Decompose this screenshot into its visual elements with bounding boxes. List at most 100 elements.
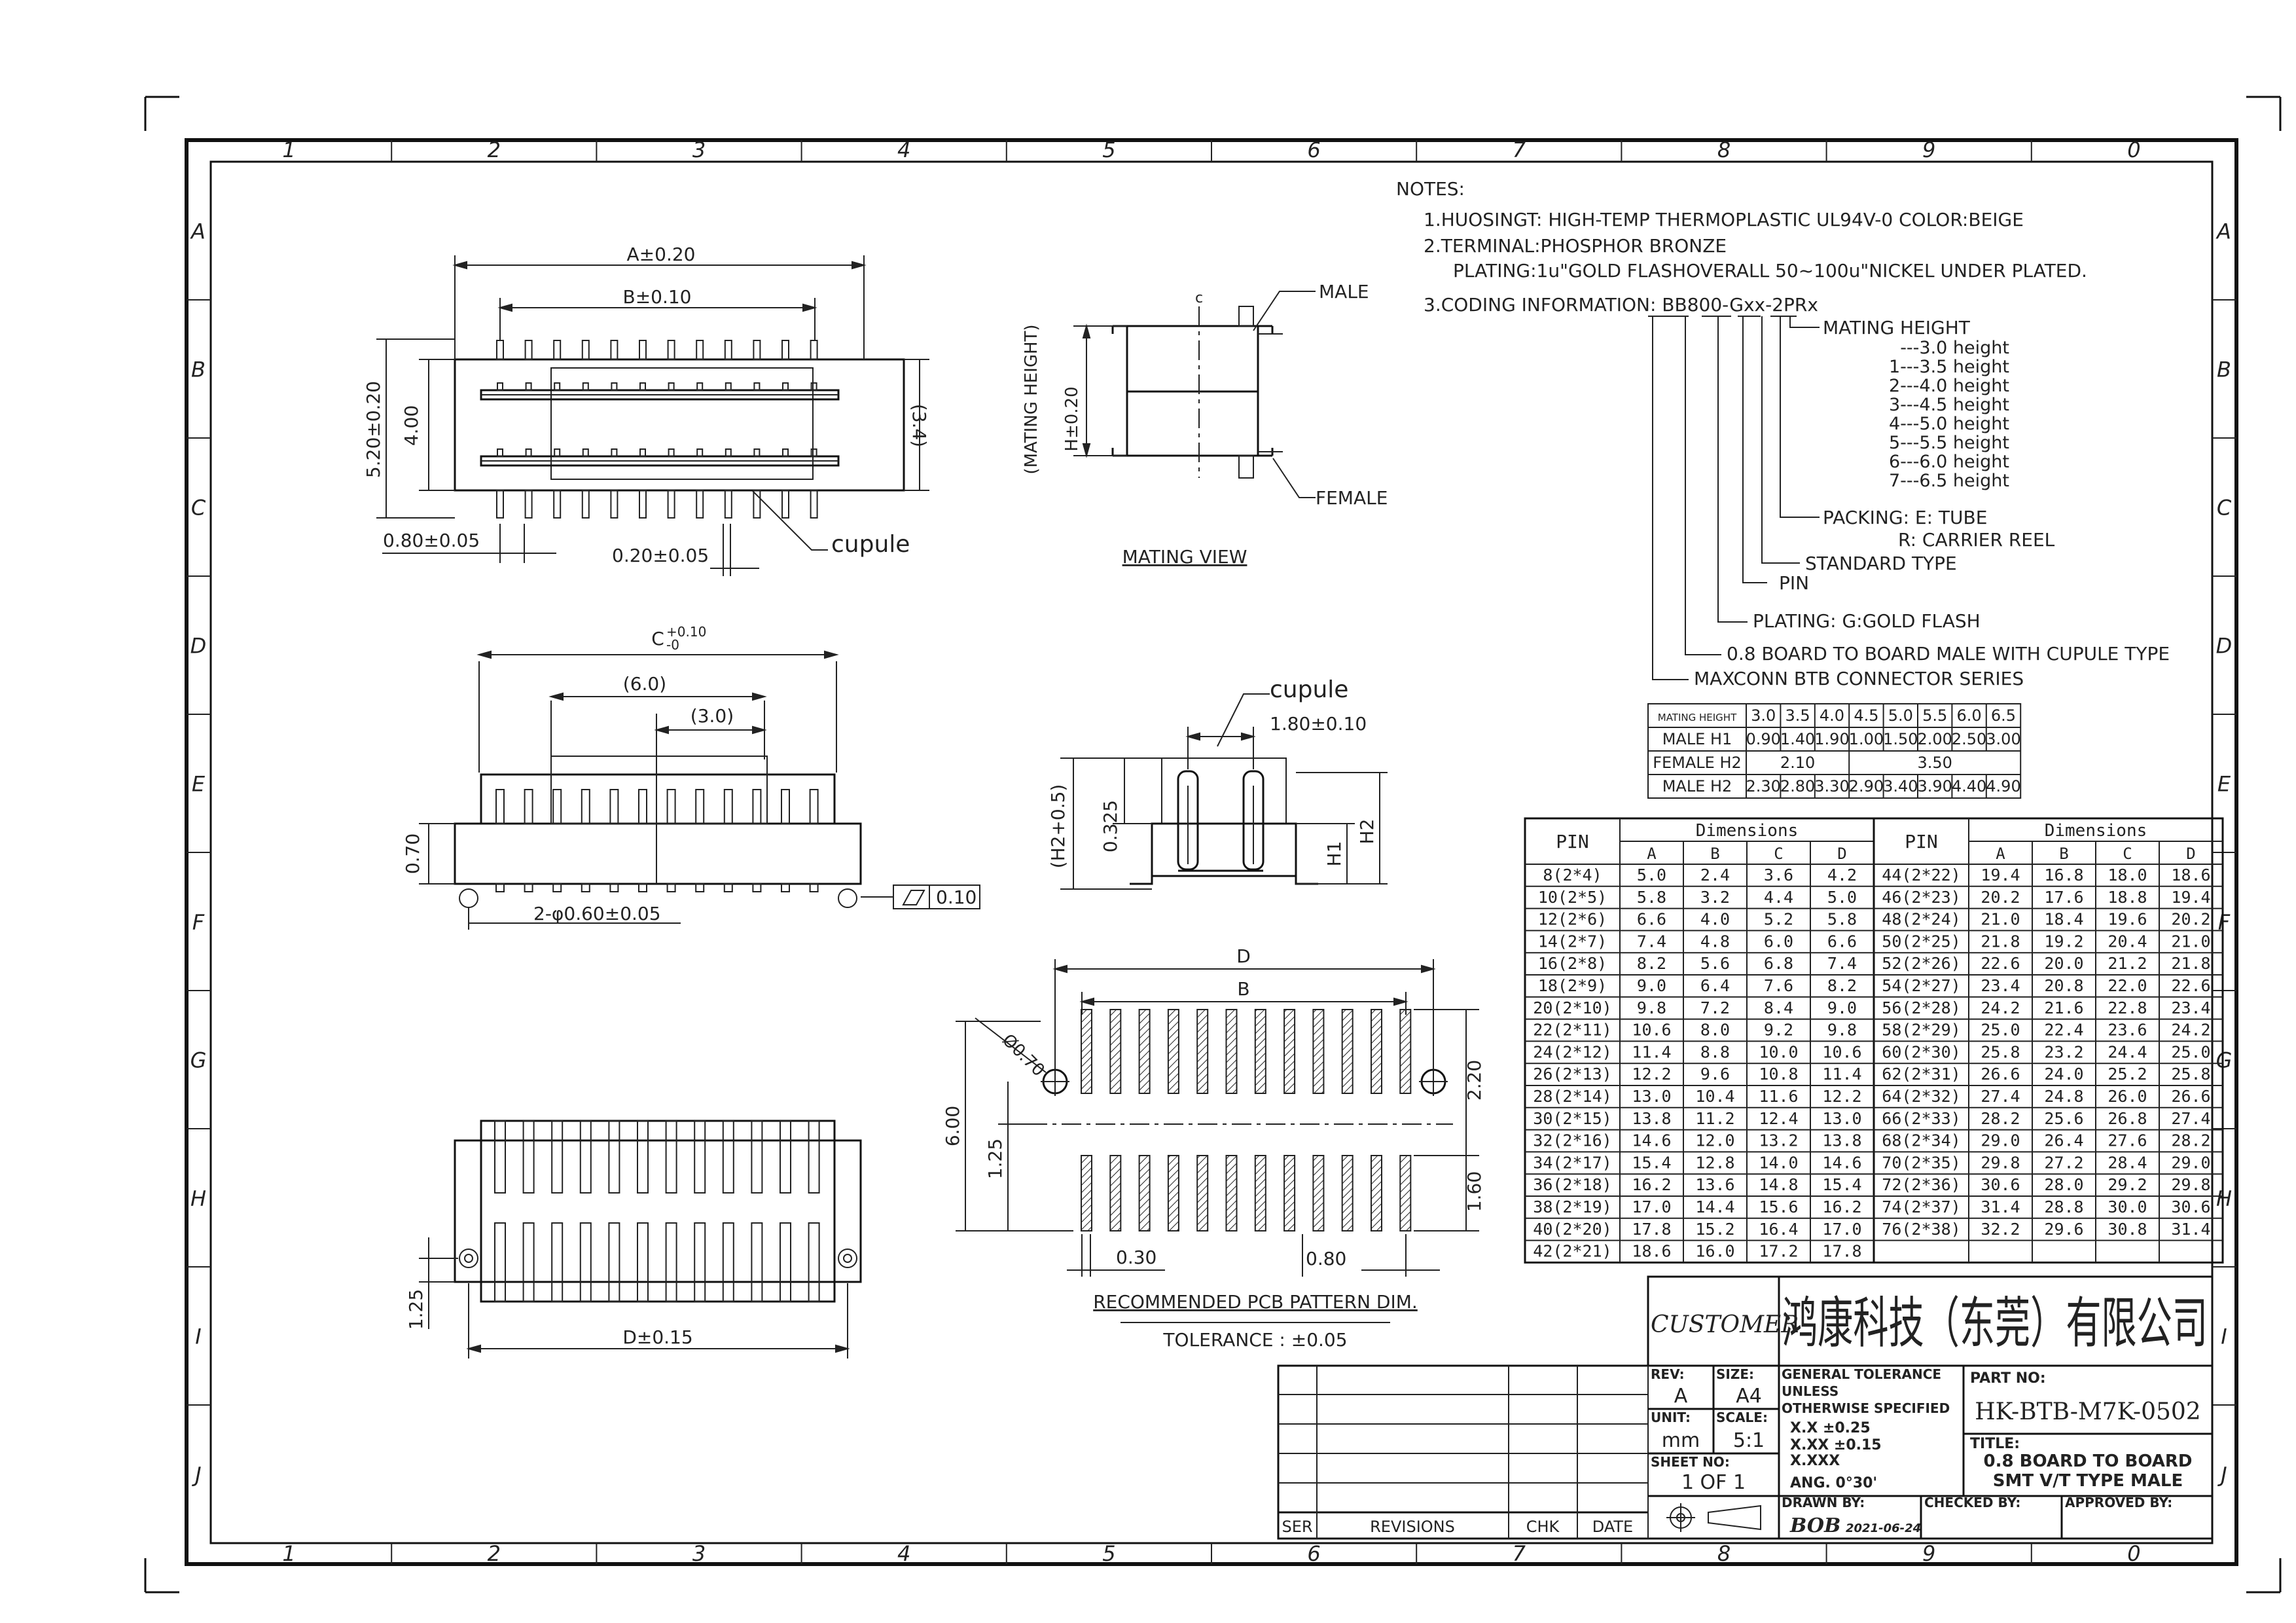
side-pin	[581, 789, 590, 824]
top-contact	[810, 382, 817, 391]
height-code-item: ---3.0 height	[1900, 338, 2009, 358]
dim-table-cell: 13.0	[1632, 1087, 1671, 1106]
dim-holes-label: 2-φ0.60±0.05	[533, 903, 661, 924]
top-contact	[611, 382, 618, 391]
dim-table-cell: 11.2	[1695, 1109, 1734, 1128]
dim-table-cell: 68(2*34)	[1882, 1131, 1960, 1150]
top-contact	[782, 382, 789, 391]
height-code-item: 6---6.0 height	[1889, 452, 2009, 472]
h2-label: H2	[1356, 819, 1378, 845]
pcb-dim-600: 6.00	[942, 1106, 963, 1146]
dim-400-label: 4.00	[401, 405, 422, 446]
pcb-pad	[1399, 1155, 1412, 1231]
zone-row-right: A	[2215, 219, 2231, 244]
dim-table-cell: 16(2*8)	[1538, 954, 1607, 973]
side-pin	[809, 789, 819, 824]
dim-table-cell: 17.0	[1632, 1197, 1671, 1216]
dim-table-cell: 18.6	[1632, 1242, 1671, 1261]
part-number: HK-BTB-M7K-0502	[1975, 1398, 2200, 1425]
dim-table-cell: 72(2*36)	[1882, 1175, 1960, 1194]
side-pin	[638, 789, 647, 824]
pcb-pad	[1283, 1009, 1296, 1094]
top-pin-lower	[581, 490, 590, 519]
dim-table-cell: 74(2*37)	[1882, 1197, 1960, 1216]
dim-0325-label: 0.325	[1100, 800, 1121, 852]
dim-table-cell: 20.2	[2171, 910, 2210, 929]
side-foot	[752, 883, 762, 892]
top-pin-upper	[496, 340, 504, 360]
dim-table-cell: 5.0	[1827, 888, 1857, 907]
zone-row-left: I	[195, 1324, 201, 1349]
height-code-item: 7---6.5 height	[1889, 471, 2009, 491]
dim-b-label: B±0.10	[622, 286, 691, 308]
top-pin-lower	[496, 490, 504, 519]
dim-table-cell: 66(2*33)	[1882, 1109, 1960, 1128]
pin-code-label: PIN	[1779, 572, 1809, 594]
side-foot	[552, 883, 562, 892]
dim-table-cell: 22.6	[1981, 954, 2020, 973]
zone-col-bottom: 2	[488, 1541, 501, 1566]
side-foot	[809, 883, 819, 892]
checked-label: CHECKED BY:	[1924, 1495, 2020, 1510]
top-pin-upper	[524, 340, 533, 360]
part-label: PART NO:	[1970, 1370, 2046, 1387]
pcb-pad	[1341, 1155, 1354, 1231]
pcb-pad	[1312, 1155, 1325, 1231]
height-table-cell: 1.00	[1849, 730, 1884, 748]
height-table-cell: 5.0	[1888, 706, 1913, 725]
pcb-dim-070: Ø0.70	[998, 1030, 1049, 1081]
zone-row-left: B	[191, 357, 206, 382]
dim-070-label: 0.70	[402, 833, 423, 874]
dim-table-cell: 10.4	[1695, 1087, 1734, 1106]
revisions-label: REVISIONS	[1370, 1518, 1455, 1536]
bottom-slot	[694, 1222, 706, 1302]
height-table-cell: 3.5	[1785, 706, 1810, 725]
dim-table-cell: 20.2	[1981, 888, 2020, 907]
dim-table-cell: 24.2	[2171, 1021, 2210, 1040]
dim-table-cell: 58(2*29)	[1882, 1021, 1960, 1040]
side-foot	[723, 883, 733, 892]
height-table-cell: 2.90	[1849, 777, 1884, 795]
dim-table-cell: 27.4	[1981, 1087, 2020, 1106]
dim-table-cell: 30.6	[1981, 1175, 2020, 1194]
zone-col-top: 8	[1717, 137, 1731, 162]
dim-table-cell: 25.8	[1981, 1042, 2020, 1061]
dim-table-cell: 7.2	[1700, 998, 1730, 1017]
notes-title: NOTES:	[1396, 178, 1465, 200]
zone-col-bottom: 5	[1102, 1541, 1115, 1566]
gt-line-1: GENERAL TOLERANCE	[1782, 1366, 1941, 1382]
customer-label: CUSTOMER	[1651, 1311, 1799, 1338]
pcb-pad	[1167, 1009, 1179, 1094]
c-mark: c	[1195, 290, 1203, 306]
zone-col-bottom: 6	[1307, 1541, 1320, 1566]
top-pin-lower	[781, 490, 789, 519]
flatness-label: 0.10	[936, 886, 977, 908]
zone-col-bottom: 4	[897, 1541, 910, 1566]
dim-table-cell: 4.2	[1827, 866, 1857, 884]
height-table-cell: 2.10	[1780, 754, 1815, 772]
height-table-cell: 3.00	[1986, 730, 2020, 748]
dim-table-cell: 28(2*14)	[1533, 1087, 1611, 1106]
dim-table-cell: 15.4	[1822, 1175, 1861, 1194]
plating-code-label: PLATING: G:GOLD FLASH	[1753, 610, 1981, 632]
dim-table-cell: 38(2*19)	[1533, 1197, 1611, 1216]
dim-table-cell: 29.6	[2044, 1220, 2083, 1239]
zone-row-right: F	[2218, 910, 2231, 935]
bottom-slot	[608, 1120, 620, 1194]
pcb-dim-080: 0.80	[1306, 1248, 1346, 1269]
height-table-cell: MALE H2	[1662, 777, 1732, 795]
ser-label: SER	[1282, 1518, 1312, 1536]
dim-table-cell: 8.0	[1700, 1021, 1730, 1040]
dim-table-cell: 12.2	[1822, 1087, 1861, 1106]
bottom-slot	[579, 1120, 592, 1194]
bottom-slot	[751, 1120, 763, 1194]
top-pin-upper	[724, 340, 732, 360]
pcb-pad	[1254, 1009, 1266, 1094]
zone-col-bottom: 3	[692, 1541, 706, 1566]
dim-table-cell: 9.8	[1827, 1021, 1857, 1040]
bottom-slot	[665, 1222, 677, 1302]
dim-table-cell: 24(2*12)	[1533, 1042, 1611, 1061]
